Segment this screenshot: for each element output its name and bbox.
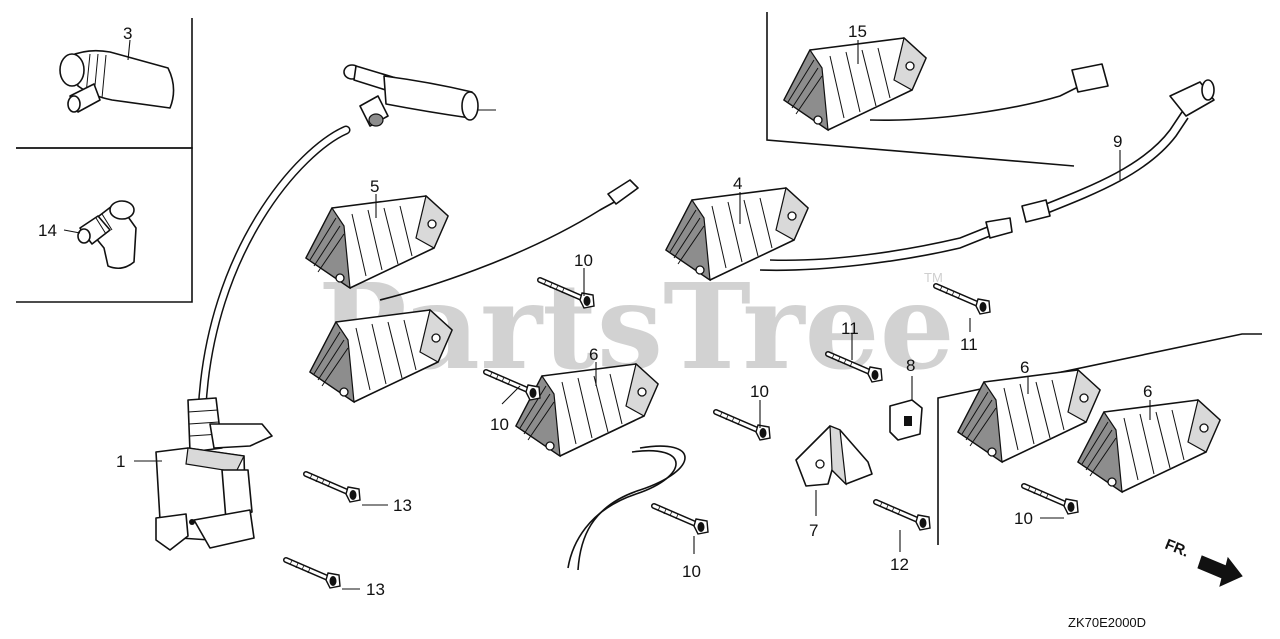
diagram-code: ZK70E2000D [1068, 615, 1146, 630]
plug-cap-14 [77, 200, 137, 270]
callout-1: 1 [116, 452, 125, 471]
plug-cap-3 [59, 49, 175, 113]
inset-frame-coils-6 [937, 333, 1262, 545]
clip-8 [889, 399, 923, 441]
front-arrow-icon [1197, 555, 1243, 587]
callout-5: 5 [370, 177, 379, 196]
charge-coil-15 [783, 37, 927, 131]
bolt-10-d [654, 506, 708, 534]
callout-13-b: 13 [366, 580, 385, 599]
bolt-13-a [306, 474, 360, 502]
bolt-13-b [286, 560, 340, 588]
callout-8: 8 [906, 356, 915, 375]
callout-10-b: 10 [490, 415, 509, 434]
watermark-trademark: TM [924, 270, 943, 285]
callout-11-b: 11 [960, 335, 978, 354]
inset-frame-coil-15 [766, 12, 1075, 167]
callout-9: 9 [1113, 132, 1122, 151]
bolt-12 [876, 502, 930, 530]
callout-10-c: 10 [750, 382, 769, 401]
callout-7: 7 [809, 521, 818, 540]
callout-6-inset-a: 6 [1020, 358, 1029, 377]
inset-frame-plug-cap-14 [16, 147, 193, 303]
callout-15: 15 [848, 22, 867, 41]
callout-13-a: 13 [393, 496, 412, 515]
charge-coil-6-inset-a [957, 369, 1101, 463]
callout-3: 3 [123, 24, 132, 43]
charge-coil-6-inset-b [1077, 399, 1221, 493]
bracket-7 [795, 425, 873, 487]
callout-11-a: 11 [841, 319, 859, 338]
ignition-coil-1 [155, 397, 273, 551]
plug-cap-2 [343, 64, 479, 127]
callout-12: 12 [890, 555, 909, 574]
callout-6-inset-b: 6 [1143, 382, 1152, 401]
callout-14: 14 [38, 221, 57, 240]
callout-4: 4 [733, 174, 742, 193]
callout-10-a: 10 [574, 251, 593, 270]
callout-6-center: 6 [589, 345, 598, 364]
front-direction-label: FR. [1163, 536, 1192, 561]
callout-10-d: 10 [682, 562, 701, 581]
cable-9 [1021, 79, 1215, 223]
front-direction-marker: FR. [1163, 536, 1243, 587]
bolt-10-c [716, 412, 770, 440]
callout-10-inset: 10 [1014, 509, 1033, 528]
